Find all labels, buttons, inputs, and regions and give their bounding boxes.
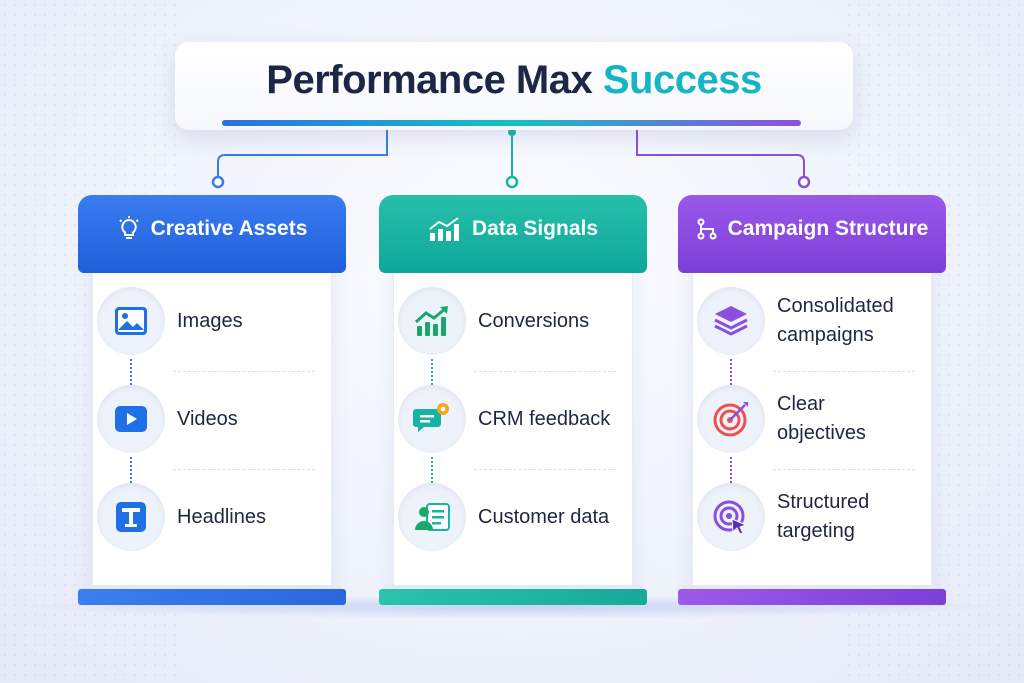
column-header: Data Signals (379, 195, 647, 273)
column-title: Campaign Structure (727, 217, 929, 240)
column-body: Consolidated campaigns Clear objectives … (692, 257, 932, 591)
growth-chart-icon (398, 287, 466, 355)
dotted-connector (730, 457, 732, 487)
dotted-connector (130, 457, 132, 487)
list-item: Customer data (394, 477, 632, 557)
column-creative-assets: Images Videos Headlines Creative Assets (78, 195, 346, 605)
connector-left-dot (211, 175, 225, 189)
page-title: Performance Max Success (175, 58, 853, 103)
text-headline-icon (97, 483, 165, 551)
column-base (78, 589, 346, 605)
hierarchy-icon (696, 217, 718, 241)
item-label: Clear objectives (777, 393, 866, 444)
column-base (379, 589, 647, 605)
column-campaign-structure: Consolidated campaigns Clear objectives … (678, 195, 946, 605)
title-card: Performance Max Success (175, 42, 853, 130)
list-item: Clear objectives (693, 379, 931, 459)
list-item: Videos (93, 379, 331, 459)
target-icon (697, 385, 765, 453)
title-primary: Performance Max (266, 58, 593, 102)
title-accent: Success (602, 58, 762, 102)
list-item: Headlines (93, 477, 331, 557)
dotted-connector (730, 359, 732, 389)
item-label: Headlines (177, 505, 266, 528)
chat-gear-icon (398, 385, 466, 453)
connector-left (217, 128, 388, 178)
targeting-cursor-icon (697, 483, 765, 551)
list-item: Consolidated campaigns (693, 281, 931, 361)
item-label: CRM feedback (478, 407, 611, 430)
item-label: Consolidated campaigns (777, 295, 894, 346)
image-icon (97, 287, 165, 355)
divider (773, 371, 915, 372)
item-label: Structured targeting (777, 491, 870, 542)
column-title: Creative Assets (150, 217, 308, 240)
dotted-connector (130, 359, 132, 389)
video-play-icon (97, 385, 165, 453)
connector-right (636, 128, 805, 178)
column-data-signals: Conversions CRM feedback Customer data D… (379, 195, 647, 605)
column-body: Images Videos Headlines (92, 257, 332, 591)
list-item: Structured targeting (693, 477, 931, 557)
item-label: Images (177, 309, 243, 332)
item-label: Customer data (478, 505, 610, 528)
item-label: Conversions (478, 309, 590, 332)
dotted-connector (431, 457, 433, 487)
item-label: Videos (177, 407, 238, 430)
customer-profile-icon (398, 483, 466, 551)
lightbulb-icon (117, 216, 141, 242)
divider (773, 469, 915, 470)
list-item: Images (93, 281, 331, 361)
layers-icon (697, 287, 765, 355)
divider (474, 371, 616, 372)
divider (173, 371, 315, 372)
column-header: Campaign Structure (678, 195, 946, 273)
list-item: Conversions (394, 281, 632, 361)
connector-center-dot (505, 175, 519, 189)
column-header: Creative Assets (78, 195, 346, 273)
connector-right-dot (797, 175, 811, 189)
divider (173, 469, 315, 470)
column-body: Conversions CRM feedback Customer data (393, 257, 633, 591)
column-title: Data Signals (471, 217, 599, 240)
list-item: CRM feedback (394, 379, 632, 459)
column-base (678, 589, 946, 605)
dotted-connector (431, 359, 433, 389)
title-underline (222, 120, 801, 126)
bar-chart-growth-icon (428, 216, 462, 242)
divider (474, 469, 616, 470)
